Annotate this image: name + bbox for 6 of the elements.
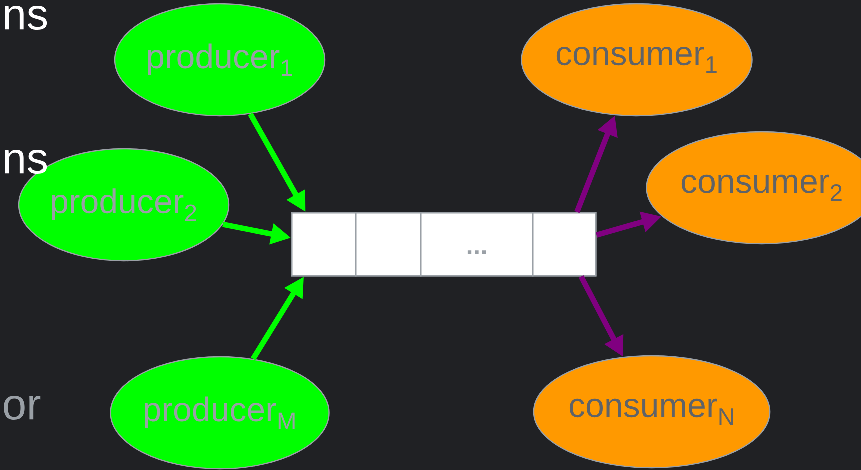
queue-cell — [532, 212, 597, 277]
queue-cell: ... — [420, 212, 534, 277]
slide-text: or — [4, 396, 41, 420]
queue-cell — [291, 212, 357, 277]
slide-text: ns — [5, 6, 48, 30]
queue-cell — [355, 212, 422, 277]
